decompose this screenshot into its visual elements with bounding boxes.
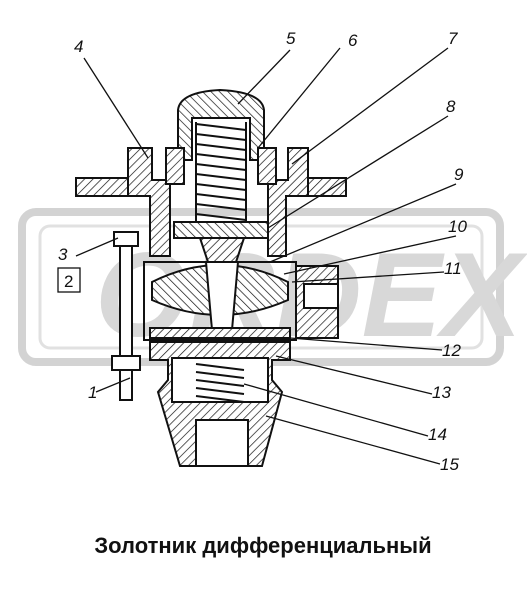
callout-9: 9 (454, 165, 464, 184)
callout-8: 8 (446, 97, 456, 116)
callout-10: 10 (448, 217, 467, 236)
figure-caption: Золотник дифференциальный (94, 533, 431, 558)
callout-3: 3 (58, 245, 68, 264)
diaphragm-chamber (143, 261, 297, 341)
callout-4: 4 (74, 37, 83, 56)
callout-13: 13 (432, 383, 451, 402)
side-port (295, 265, 339, 339)
upper-body (127, 147, 309, 257)
callout-12: 12 (442, 341, 461, 360)
spring-cap (165, 88, 277, 185)
callout-1: 1 (88, 383, 97, 402)
lower-spring (195, 363, 245, 403)
callout-6: 6 (348, 31, 358, 50)
lower-body (149, 341, 291, 467)
callout-14: 14 (428, 425, 447, 444)
callout-5: 5 (286, 29, 296, 48)
bolt (111, 231, 141, 401)
callouts: 1 2 3 4 5 6 7 8 9 10 11 12 13 14 15 (57, 29, 467, 474)
leader-lines (75, 47, 457, 465)
callout-2-box (57, 267, 81, 293)
callout-11: 11 (444, 259, 462, 278)
callout-15: 15 (440, 455, 459, 474)
callout-2: 2 (64, 272, 73, 291)
upper-spring (195, 122, 247, 222)
callout-7: 7 (448, 29, 458, 48)
piston (173, 221, 269, 263)
